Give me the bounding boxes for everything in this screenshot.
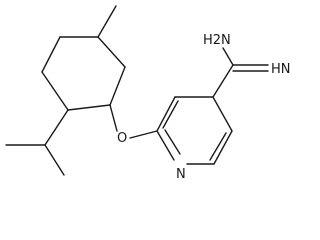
bond-methyl: [97, 5, 117, 38]
bond-isopropyl-methyl-b: [44, 144, 65, 176]
bond-py-c2-c3: [156, 96, 176, 132]
amidine-group: [212, 47, 269, 98]
bond-py-c5-c6: [213, 130, 233, 165]
bond-c4-c5: [41, 71, 69, 111]
amine-nitrogen-label: H2N: [203, 33, 231, 48]
molecule-drawing: H2N HN O N: [5, 5, 291, 182]
bond-ring-isopropyl: [44, 109, 69, 146]
isopropyl-group: [5, 109, 69, 176]
bond-c5-c6: [41, 36, 61, 73]
bond-ring-oxygen: [109, 104, 118, 132]
bond-oxygen-pyridine: [129, 130, 158, 139]
bond-py-amidine-carbon: [212, 64, 234, 98]
bond-py-n-c2-inner: [164, 129, 181, 155]
bond-c1-c2: [97, 36, 126, 68]
pyridine-ring: [156, 96, 233, 165]
bond-py-n-c2: [156, 130, 175, 161]
imine-nitrogen-label: HN: [271, 62, 291, 77]
structure-canvas: H2N HN O N: [5, 5, 291, 182]
bond-py-c4-c5: [212, 96, 233, 132]
cyclohexane-ring: [41, 36, 126, 111]
ether-oxygen-label: O: [117, 131, 127, 146]
bond-c2-c3: [109, 66, 126, 106]
bond-c3-c4: [67, 104, 111, 111]
ring-nitrogen-label: N: [176, 167, 186, 182]
bond-py-c5-c6-inner: [209, 132, 227, 161]
bond-amidine-nh2: [222, 47, 234, 66]
bond-py-c3-c3-inner: [162, 100, 179, 129]
